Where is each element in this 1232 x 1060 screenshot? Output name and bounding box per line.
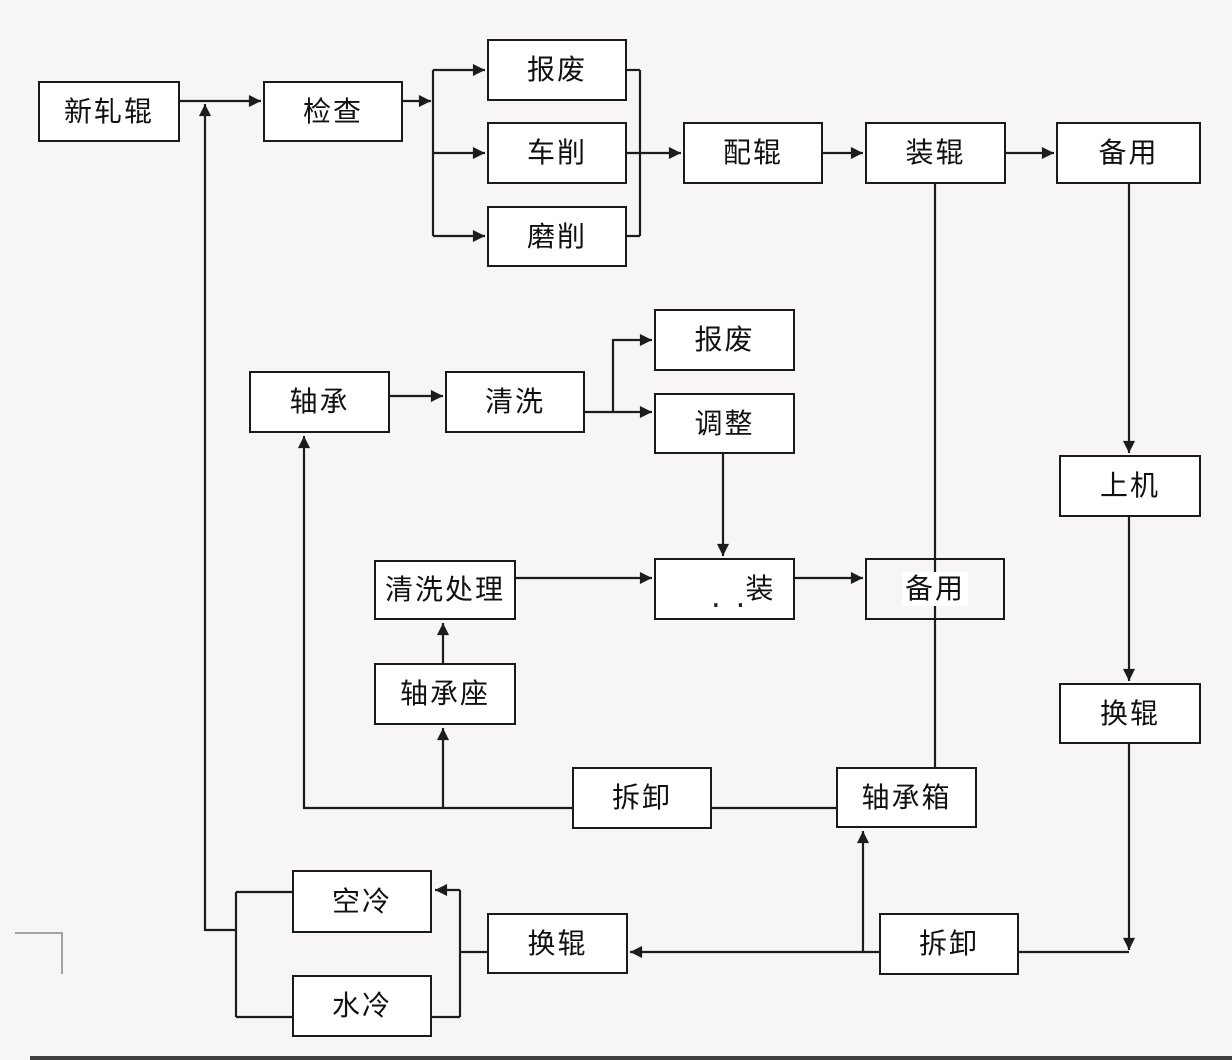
- flow-node-on-machine: 上机: [1059, 455, 1201, 517]
- flow-node-change-roll-right: 换辊: [1059, 683, 1201, 744]
- flow-node-label-assemble: 装: [745, 572, 776, 606]
- flow-node-label-adjust: 调整: [694, 406, 755, 440]
- flow-node-label-on-machine: 上机: [1099, 469, 1160, 503]
- edge-disassemble-to-bearing: [297, 436, 572, 810]
- flow-node-standby-mid: 备用: [865, 558, 1005, 620]
- flow-node-air-cool: 空冷: [292, 870, 432, 933]
- flow-node-scrap-top: 报废: [487, 39, 627, 101]
- flow-node-label-change-roll-bottom: 换辊: [527, 926, 588, 960]
- flow-node-label-turning: 车削: [526, 136, 587, 170]
- flow-node-inspect: 检查: [263, 81, 403, 142]
- flow-node-scrap-mid: 报废: [654, 309, 795, 371]
- flow-node-label-air-cool: 空冷: [331, 884, 392, 918]
- edge-cooling-return-to-inspect: [198, 104, 236, 932]
- flow-node-assemble: 装..: [654, 558, 795, 620]
- flow-node-water-cool: 水冷: [292, 975, 432, 1037]
- page-corner-mark-vertical: [61, 932, 63, 974]
- flow-node-label-water-cool: 水冷: [331, 989, 392, 1023]
- page-corner-mark-horizontal: [15, 932, 63, 934]
- flow-node-label-new-roll: 新轧辊: [63, 94, 154, 128]
- flow-node-wash: 清洗: [445, 371, 585, 433]
- edge-wash-to-scrap-mid: [611, 333, 653, 412]
- flow-node-label-bearing: 轴承: [289, 385, 350, 419]
- flow-node-bearing: 轴承: [249, 371, 390, 433]
- flow-node-adjust: 调整: [654, 393, 795, 454]
- flow-node-label-standby-mid: 备用: [901, 572, 968, 606]
- flow-node-label-disassemble-bottom: 拆卸: [918, 927, 979, 961]
- flow-node-standby-top: 备用: [1056, 122, 1201, 184]
- window-bottom-edge: [30, 1056, 1232, 1060]
- flow-node-label-scrap-top: 报废: [526, 53, 587, 87]
- flow-node-label-pair-roll: 配辊: [722, 136, 783, 170]
- flow-node-pair-roll: 配辊: [683, 122, 823, 184]
- assemble-dots: ..: [708, 584, 758, 614]
- flow-node-label-inspect: 检查: [302, 94, 363, 128]
- flow-node-turning: 车削: [487, 122, 627, 184]
- flow-node-label-standby-top: 备用: [1098, 136, 1159, 170]
- flow-node-disassemble-mid: 拆卸: [572, 767, 712, 829]
- flow-node-mount-roll: 装辊: [865, 122, 1006, 184]
- flow-node-label-scrap-mid: 报废: [694, 323, 755, 357]
- flow-node-label-grinding: 磨削: [526, 219, 587, 253]
- flow-node-label-clean-treatment: 清洗处理: [384, 573, 505, 607]
- flow-node-clean-treatment: 清洗处理: [374, 560, 516, 620]
- flow-node-label-wash: 清洗: [484, 385, 545, 419]
- flow-node-label-bearing-seat: 轴承座: [399, 677, 490, 711]
- flow-node-label-disassemble-mid: 拆卸: [611, 781, 672, 815]
- flow-node-bearing-box: 轴承箱: [836, 767, 977, 828]
- flow-node-label-bearing-box: 轴承箱: [861, 780, 952, 814]
- flow-node-bearing-seat: 轴承座: [374, 663, 516, 725]
- flow-node-grinding: 磨削: [487, 206, 627, 267]
- flow-node-label-mount-roll: 装辊: [905, 136, 966, 170]
- flow-node-label-change-roll-right: 换辊: [1099, 696, 1160, 730]
- flow-node-change-roll-bottom: 换辊: [487, 913, 628, 974]
- flow-node-disassemble-bottom: 拆卸: [879, 913, 1019, 975]
- flow-node-new-roll: 新轧辊: [38, 81, 180, 142]
